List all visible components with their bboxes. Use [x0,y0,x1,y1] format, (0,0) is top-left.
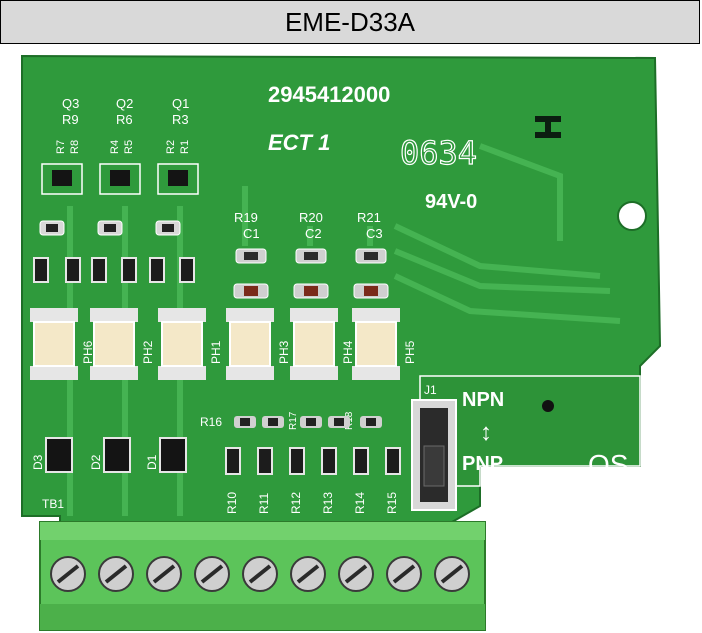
rc-parts [233,248,389,299]
label-ph3: PH3 [277,340,291,364]
label-tb1: TB1 [42,497,64,511]
optocouplers: PH6 PH2 PH1 PH3 PH4 PH5 [30,308,417,380]
label-q3: Q3 [62,96,79,111]
label-r12: R12 [289,492,303,514]
transistor-q1-outline [157,163,199,195]
optocoupler-ph2: PH2 [90,308,155,380]
smd-capacitor-row [39,220,181,236]
ect-label: ECT 1 [268,130,330,155]
label-r17: R17 [288,411,299,430]
lower-resistor-labels: R10 R11 R12 R13 R14 R15 [225,492,399,514]
label-ph5: PH5 [403,340,417,364]
transistor-vertical-labels: R7 R8 R4 R5 R2 R1 [55,140,191,154]
terminal-screw[interactable] [146,556,182,592]
rc-labels: R19 C1 R20 C2 R21 C3 [234,210,383,241]
label-r8: R8 [69,140,81,154]
label-q1: Q1 [172,96,189,111]
label-r21: R21 [357,210,381,225]
label-c3: C3 [366,226,383,241]
optocoupler-ph1: PH1 [158,308,223,380]
label-r19: R19 [234,210,258,225]
label-r13: R13 [321,492,335,514]
smd-small-row [234,416,382,428]
label-r15: R15 [385,492,399,514]
diode-d1 [159,437,187,473]
terminal-screw[interactable] [194,556,230,592]
terminal-screw[interactable] [98,556,134,592]
diode-d3 [45,437,73,473]
label-r9: R9 [62,112,79,127]
terminal-screw[interactable] [338,556,374,592]
transistor-q2 [110,170,130,186]
terminal-screw[interactable] [50,556,86,592]
transistor-q2-outline [99,163,141,195]
logo-mark [535,116,561,138]
label-ph4: PH4 [341,340,355,364]
label-j1: J1 [424,383,437,397]
label-ph1: PH1 [209,340,223,364]
page-title: EME-D33A [284,6,416,37]
lower-resistors [225,447,401,475]
label-r3: R3 [172,112,189,127]
switch-label-npn: NPN [462,389,504,411]
label-c2: C2 [305,226,322,241]
optocoupler-ph4: PH4 [290,308,355,380]
label-r6: R6 [116,112,133,127]
optocoupler-ph5: PH5 [352,308,417,380]
switch-arrow-icon: ↕ [480,419,492,446]
terminal-screw[interactable] [386,556,422,592]
label-ph2: PH2 [141,340,155,364]
switch-slider[interactable] [423,445,445,487]
label-r5: R5 [123,140,135,154]
optocoupler-ph3: PH3 [226,308,291,380]
transistor-q1 [168,170,188,186]
label-d3: D3 [31,454,45,470]
label-r7: R7 [55,140,67,154]
label-r11: R11 [257,493,271,514]
transistors [41,163,199,195]
label-d1: D1 [145,454,159,470]
label-r10: R10 [225,492,239,514]
transistor-q3-outline [41,163,83,195]
part-number: 2945412000 [268,82,390,107]
terminal-screw[interactable] [290,556,326,592]
label-ph6: PH6 [81,340,95,364]
optocoupler-ph6: PH6 [30,308,95,380]
via-hole [542,400,554,412]
label-r16: R16 [200,415,222,429]
date-code: 0634 [400,134,477,172]
transistor-labels: Q3 R9 Q2 R6 Q1 R3 [62,96,189,127]
smd-resistors-upper [33,257,195,283]
transistor-q3 [52,170,72,186]
label-q2: Q2 [116,96,133,111]
label-r20: R20 [299,210,323,225]
label-d2: D2 [89,454,103,470]
npn-pnp-switch[interactable] [411,399,457,511]
terminal-screw[interactable] [434,556,470,592]
pcb-photo: 2945412000 ECT 1 0634 94V-0 Q3 R9 Q2 R6 … [21,54,662,631]
label-r2: R2 [165,140,177,154]
terminal-screw[interactable] [242,556,278,592]
diodes: D3 D2 D1 [31,437,187,473]
label-r1: R1 [179,140,191,154]
label-r4: R4 [109,140,121,154]
terminal-screws [50,556,470,592]
title-bar: EME-D33A [0,0,700,44]
switch-label-pnp: PNP [462,453,503,475]
flammability-rating: 94V-0 [425,191,477,213]
os-label: OS [588,449,628,480]
mounting-hole [617,201,647,231]
label-r14: R14 [353,492,367,514]
diode-d2 [103,437,131,473]
label-c1: C1 [243,226,260,241]
